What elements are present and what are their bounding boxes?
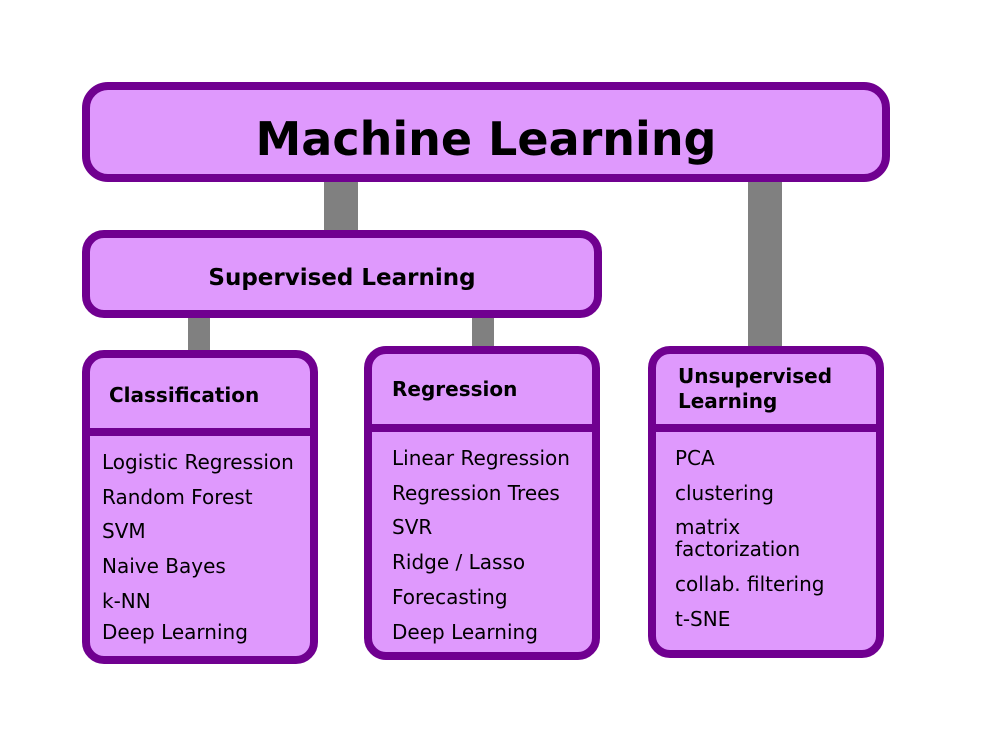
unsupervised-learning-node: Unsupervised Learning PCA clustering mat… [648, 346, 884, 658]
unsupervised-item: collab. filtering [675, 572, 825, 596]
classification-item: SVM [102, 519, 146, 543]
regression-item: Regression Trees [392, 481, 560, 505]
root-title: Machine Learning [255, 112, 717, 166]
unsupervised-item: t-SNE [675, 607, 731, 631]
regression-item: SVR [392, 515, 433, 539]
regression-title: Regression [392, 377, 518, 401]
regression-item: Ridge / Lasso [392, 550, 526, 574]
unsupervised-learning-title-line1: Unsupervised [678, 364, 833, 388]
classification-item: Random Forest [102, 485, 253, 509]
regression-header: Regression [372, 354, 592, 432]
classification-item: Naive Bayes [102, 554, 226, 578]
classification-title: Classification [109, 383, 260, 407]
unsupervised-item: PCA [675, 446, 715, 470]
classification-item: Deep Learning [102, 620, 248, 644]
regression-node: Regression Linear Regression Regression … [364, 346, 600, 660]
classification-node: Classification Logistic Regression Rando… [82, 350, 318, 664]
regression-item: Linear Regression [392, 446, 570, 470]
unsupervised-item: factorization [675, 537, 801, 561]
classification-header: Classification [90, 358, 310, 436]
classification-item: Logistic Regression [102, 450, 294, 474]
supervised-learning-node: Supervised Learning [82, 230, 602, 318]
supervised-learning-title: Supervised Learning [208, 265, 476, 291]
unsupervised-learning-title-line2: Learning [678, 389, 778, 413]
unsupervised-learning-header: Unsupervised Learning [656, 354, 876, 432]
regression-item: Forecasting [392, 585, 508, 609]
classification-item: k-NN [102, 589, 151, 613]
connector-supervised-classification [188, 314, 210, 356]
root-node: Machine Learning [82, 82, 890, 182]
unsupervised-item: clustering [675, 481, 774, 505]
connector-supervised-regression [472, 314, 494, 352]
connector-root-unsupervised [748, 176, 782, 354]
regression-item: Deep Learning [392, 620, 538, 644]
connector-root-supervised [324, 176, 358, 238]
unsupervised-item: matrix [675, 515, 741, 539]
